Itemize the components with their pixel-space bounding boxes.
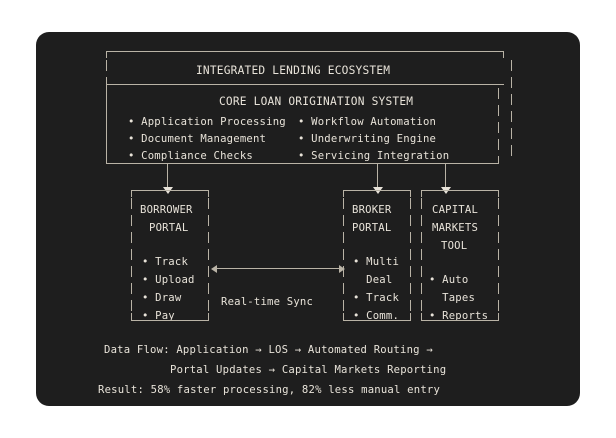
core-feature-right-2: • Servicing Integration <box>298 150 450 162</box>
core-system-title: CORE LOAN ORIGINATION SYSTEM <box>219 95 414 108</box>
capital-box-bottom-left-corner <box>421 313 422 321</box>
capital-item-2: • Reports <box>429 310 489 322</box>
broker-box-top <box>343 190 411 191</box>
core-feature-right-0: • Workflow Automation <box>298 116 437 128</box>
capital-tool-title-line-2: TOOL <box>441 240 468 252</box>
connector-line-borrower <box>167 163 168 189</box>
capital-box-top-right-corner <box>498 190 499 197</box>
core-box-right-border <box>498 88 499 156</box>
core-feature-left-2: • Compliance Checks <box>128 150 253 162</box>
diagram-panel: INTEGRATED LENDING ECOSYSTEM CORE LOAN O… <box>36 32 580 406</box>
borrower-item-3: • Pay <box>142 310 175 322</box>
capital-box-left-border <box>421 198 422 316</box>
capital-box-top-left-corner <box>421 190 422 197</box>
broker-item-3: • Comm. <box>353 310 400 322</box>
broker-portal-title-line-0: BROKER <box>352 204 392 216</box>
borrower-portal-title-line-1: PORTAL <box>149 222 189 234</box>
borrower-portal-title-line-0: BORROWER <box>140 204 193 216</box>
broker-box-top-left-corner <box>343 190 344 197</box>
capital-box-top <box>421 190 499 191</box>
borrower-box-top-right-corner <box>208 190 209 197</box>
core-feature-left-0: • Application Processing <box>128 116 286 128</box>
sync-arrow-right-head-icon <box>339 265 345 273</box>
ecosystem-frame-left-corner <box>106 51 107 58</box>
broker-box-bottom <box>343 320 411 321</box>
broker-box-bottom-right-corner <box>410 313 411 321</box>
broker-item-1: Deal <box>353 274 393 286</box>
borrower-box-top-left-corner <box>131 190 132 197</box>
borrower-item-1: • Upload <box>142 274 195 286</box>
core-feature-right-1: • Underwriting Engine <box>298 133 437 145</box>
ecosystem-frame-right-corner <box>503 51 504 58</box>
ecosystem-frame-top <box>106 51 504 52</box>
capital-tool-title-line-0: CAPITAL <box>432 204 479 216</box>
core-box-bottom-left-corner <box>106 156 107 164</box>
capital-box-bottom-right-corner <box>498 313 499 321</box>
footer-data-flow-line-2: Portal Updates → Capital Markets Reporti… <box>170 364 447 376</box>
capital-tool-title-line-1: MARKETS <box>432 222 479 234</box>
ecosystem-frame-right-side <box>511 60 512 156</box>
borrower-box-bottom <box>131 320 209 321</box>
ecosystem-core-separator <box>106 84 504 85</box>
broker-box-right-border <box>410 198 411 316</box>
sync-label: Real-time Sync <box>221 296 314 308</box>
capital-item-0: • Auto <box>429 274 469 286</box>
broker-portal-title-line-1: PORTAL <box>352 222 392 234</box>
borrower-box-top <box>131 190 209 191</box>
capital-item-1: Tapes <box>429 292 476 304</box>
core-box-bottom <box>106 163 499 164</box>
sync-arrow-line <box>216 268 340 269</box>
capital-box-right-border <box>498 198 499 316</box>
broker-box-top-right-corner <box>410 190 411 197</box>
core-box-bottom-right-corner <box>498 156 499 164</box>
sync-arrow-left-head-icon <box>211 265 217 273</box>
capital-box-bottom <box>421 320 499 321</box>
connector-line-capital <box>445 163 446 189</box>
borrower-box-left-border <box>131 198 132 316</box>
broker-item-0: • Multi <box>353 256 400 268</box>
connector-line-broker <box>377 163 378 189</box>
broker-item-2: • Track <box>353 292 400 304</box>
broker-box-left-border <box>343 198 344 316</box>
borrower-box-bottom-right-corner <box>208 313 209 321</box>
footer-result-line: Result: 58% faster processing, 82% less … <box>98 384 441 396</box>
core-feature-left-1: • Document Management <box>128 133 267 145</box>
borrower-box-bottom-left-corner <box>131 313 132 321</box>
ecosystem-title: INTEGRATED LENDING ECOSYSTEM <box>196 64 391 77</box>
borrower-item-0: • Track <box>142 256 189 268</box>
borrower-item-2: • Draw <box>142 292 182 304</box>
footer-data-flow-line-1: Data Flow: Application → LOS → Automated… <box>104 344 433 356</box>
borrower-box-right-border <box>208 198 209 316</box>
core-box-left-border <box>106 88 107 156</box>
broker-box-bottom-left-corner <box>343 313 344 321</box>
